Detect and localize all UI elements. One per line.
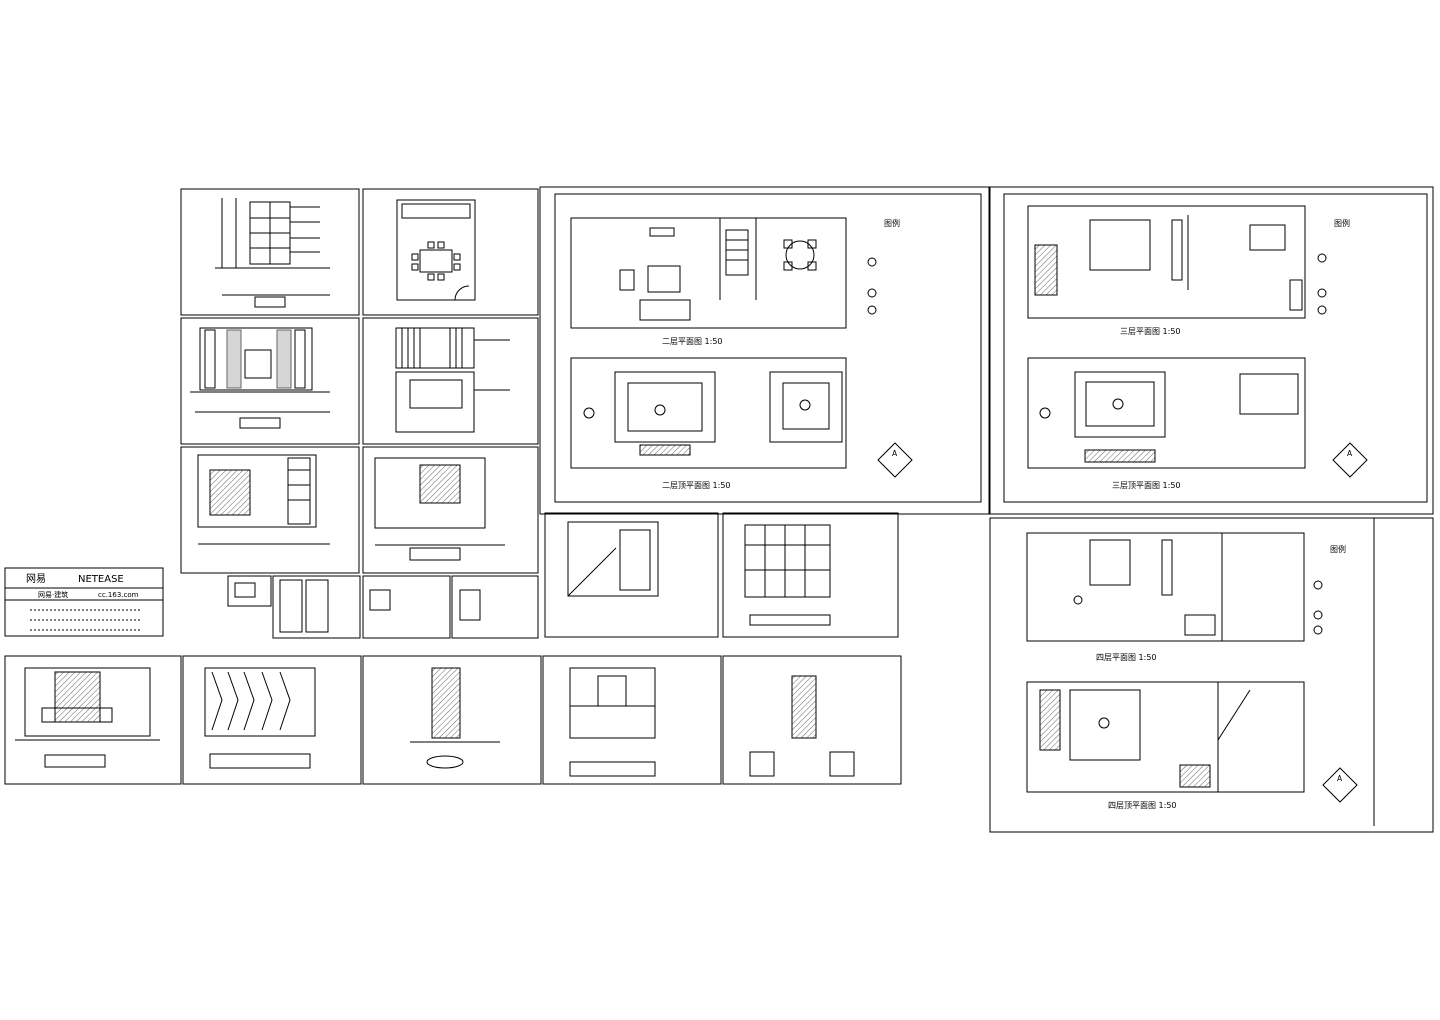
sheet-third-floor: 三层平面图 1:50 三层顶平面图 1:50 图例 [989,186,1434,515]
elevation-stair [567,521,659,597]
plan-title-fourth-ceiling: 四层顶平面图 1:50 [1108,801,1177,810]
plan-title-second-ceiling: 二层顶平面图 1:50 [662,481,731,490]
legend-title-fourth: 图例 [1330,544,1346,554]
plan-dining-room [396,199,476,301]
legend-title-third: 图例 [1334,218,1350,228]
compass-letter-a-4: A [1337,774,1343,783]
elevation-window-wall [374,457,505,561]
plan-title-second-floor: 二层平面图 1:50 [662,337,723,346]
stamp-site-label: 网易·建筑 [38,590,68,599]
stamp-brand-en: NETEASE [78,574,124,585]
compass-letter-a-3: A [1347,449,1353,458]
stamp-site-url: cc.163.com [98,591,139,599]
details-small [234,579,481,633]
stamp-brand-cn: 网易 [26,573,46,585]
elevation-bookcase [744,524,831,626]
elevation-tv-wall [190,327,330,429]
detail-section [749,675,855,777]
elevation-cabinet-1 [215,198,330,308]
elevation-panel-wall [395,327,510,433]
sheet-fourth-floor: 四层平面图 1:50 四层顶平面图 1:50 图例 [989,517,1434,833]
sheet-second-floor: 二层平面图 1:50 二层顶平面图 1:50 图例 [539,186,990,515]
elevation-bedroom-wall [15,667,160,768]
compass-labels: A A A [892,449,1353,783]
sheet-grid-left [4,188,902,785]
plan-title-third-floor: 三层平面图 1:50 [1120,327,1181,336]
elevation-wardrobe-section [197,454,330,545]
plan-title-fourth-floor: 四层平面图 1:50 [1096,653,1157,662]
elevation-stone-column [410,667,500,769]
plan-title-third-ceiling: 三层顶平面图 1:50 [1112,481,1181,490]
elevation-door-panels [204,667,316,769]
elevation-display-cabinet [569,667,656,777]
compass-letter-a: A [892,449,898,458]
netease-stamp: 网易 NETEASE 网易·建筑 cc.163.com [4,567,164,637]
legend-title-second: 图例 [884,218,900,228]
